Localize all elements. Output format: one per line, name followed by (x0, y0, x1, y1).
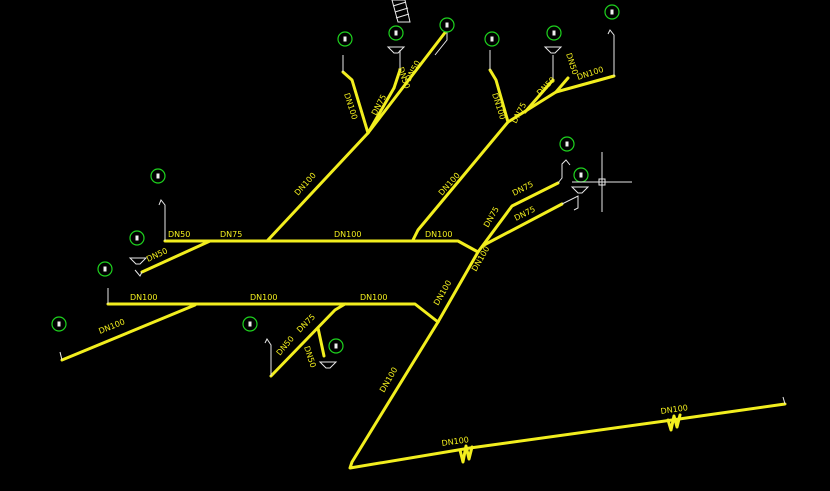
fixture-marker[interactable] (388, 25, 404, 41)
pipe-segment[interactable] (348, 320, 472, 470)
pipe-segment[interactable] (140, 239, 212, 274)
funnel-icon (386, 46, 406, 54)
pipe-segment[interactable] (366, 86, 396, 135)
pipe-segment[interactable] (269, 302, 347, 378)
fixture-marker[interactable] (337, 31, 353, 47)
pipe-segment[interactable] (523, 78, 555, 114)
pipe-segment[interactable] (341, 70, 370, 135)
pipe-label: DN100 (250, 293, 277, 302)
pipe-label: DN100 (130, 293, 157, 302)
expansion-joint (458, 444, 474, 464)
pipe-segment[interactable] (392, 68, 402, 90)
fixture-marker[interactable] (129, 230, 145, 246)
fixture-marker[interactable] (559, 136, 575, 152)
pipe-label: DN100 (97, 317, 126, 336)
vent-hatch (391, 0, 411, 23)
pipe-label: DN100 (293, 171, 318, 197)
fixture-markers (51, 4, 620, 354)
pipe-segment[interactable] (316, 326, 326, 358)
fixture-marker[interactable] (51, 316, 67, 332)
pipe-label: DN50 (168, 230, 190, 239)
pipe-segment[interactable] (163, 239, 480, 254)
expansion-joint (666, 413, 682, 432)
pipe-segment[interactable] (266, 131, 370, 242)
pipe-segment[interactable] (468, 402, 787, 450)
pipe-segment[interactable] (554, 76, 570, 94)
stub-pipes (59, 29, 786, 405)
pipe-label: DN100 (425, 230, 452, 239)
pipe-label: DN75 (220, 230, 242, 239)
fixture-marker[interactable] (484, 31, 500, 47)
fixture-marker[interactable] (328, 338, 344, 354)
pipe-size-labels: DN100 DN75 DN50 DN50 DN100 DN75 DN50 DN5… (97, 52, 604, 448)
pipe-label: DN100 (334, 230, 361, 239)
pipe-segment[interactable] (488, 68, 510, 124)
funnel-icon (570, 186, 590, 194)
fixture-marker[interactable] (97, 261, 113, 277)
pipe-label: DN100 (360, 293, 387, 302)
fixture-marker[interactable] (150, 168, 166, 184)
crosshair-cursor-icon (572, 152, 632, 212)
pipe-segment[interactable] (476, 181, 560, 254)
funnel-icon (128, 257, 148, 265)
pipe-network (60, 28, 787, 470)
fixture-marker[interactable] (573, 167, 589, 183)
fixture-marker[interactable] (546, 25, 562, 41)
fixture-marker[interactable] (604, 4, 620, 20)
pipe-label: DN50 (302, 345, 317, 369)
funnel-icon (318, 361, 338, 369)
pipe-segment[interactable] (60, 303, 197, 362)
pipe-segment[interactable] (482, 202, 564, 247)
floor-drains (128, 46, 590, 369)
pipe-label: DN100 (660, 403, 688, 416)
pipe-label: DN100 (441, 435, 469, 448)
pipe-segment[interactable] (366, 28, 449, 135)
fixture-marker[interactable] (439, 17, 455, 33)
pipe-segment[interactable] (436, 250, 480, 324)
fixture-marker[interactable] (242, 316, 258, 332)
funnel-icon (543, 46, 563, 54)
